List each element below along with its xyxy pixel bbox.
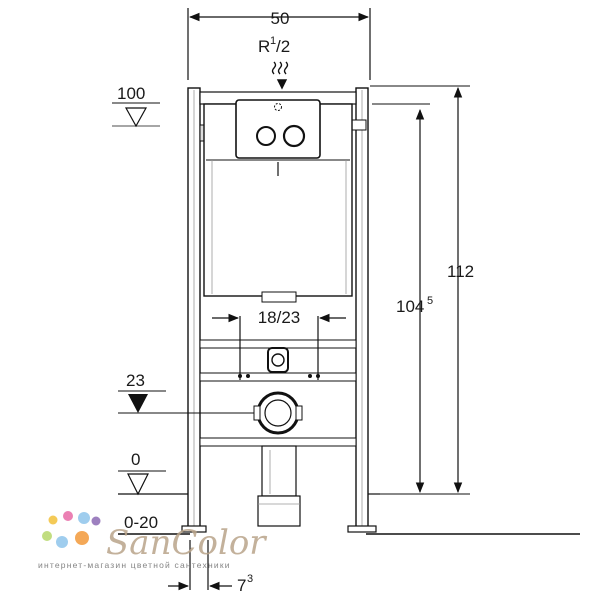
height-dimensions: 112 104 5 — [370, 85, 474, 495]
flush-plate — [235, 99, 321, 159]
supply-label-sup: 1 — [270, 35, 276, 47]
water-supply-icon — [271, 61, 289, 90]
flush-button-large — [282, 124, 306, 148]
installation-frame — [181, 87, 377, 533]
logo-text: SanColor — [106, 523, 267, 563]
flush-spacing-dimension: 18/23 — [212, 308, 346, 327]
flush-button-small — [256, 126, 276, 146]
height-total-label: 112 — [447, 262, 474, 281]
floor-range-marker: 0-20 — [118, 513, 580, 535]
width-dimension-label: 50 — [271, 9, 290, 28]
foot-depth-dimension: 7 3 — [168, 540, 253, 595]
height-frame-label: 104 — [396, 297, 424, 316]
logo-tagline: интернет-магазин цветной сантехники — [38, 560, 231, 570]
level-top-label: 100 — [117, 84, 145, 103]
level-range-label: 0-20 — [124, 513, 158, 532]
level-marker-top: 100 — [112, 84, 160, 128]
supply-label-main: R — [258, 37, 270, 56]
level-marker-drain: 23 — [118, 371, 254, 414]
level-marker-floor: 0 — [118, 450, 380, 496]
sancolor-logo: SanColor интернет-магазин цветной сантех… — [38, 511, 267, 570]
level-drain-label: 23 — [126, 371, 145, 390]
foot-depth-sup: 3 — [247, 573, 253, 585]
foot-depth-label: 7 — [237, 576, 246, 595]
level-floor-label: 0 — [131, 450, 140, 469]
height-frame-sup: 5 — [427, 295, 433, 307]
supply-label-sub: /2 — [276, 37, 290, 56]
width-dimension: 50 — [187, 8, 371, 80]
flush-spacing-label: 18/23 — [258, 308, 301, 327]
water-supply-callout: R 1 /2 — [258, 35, 290, 90]
